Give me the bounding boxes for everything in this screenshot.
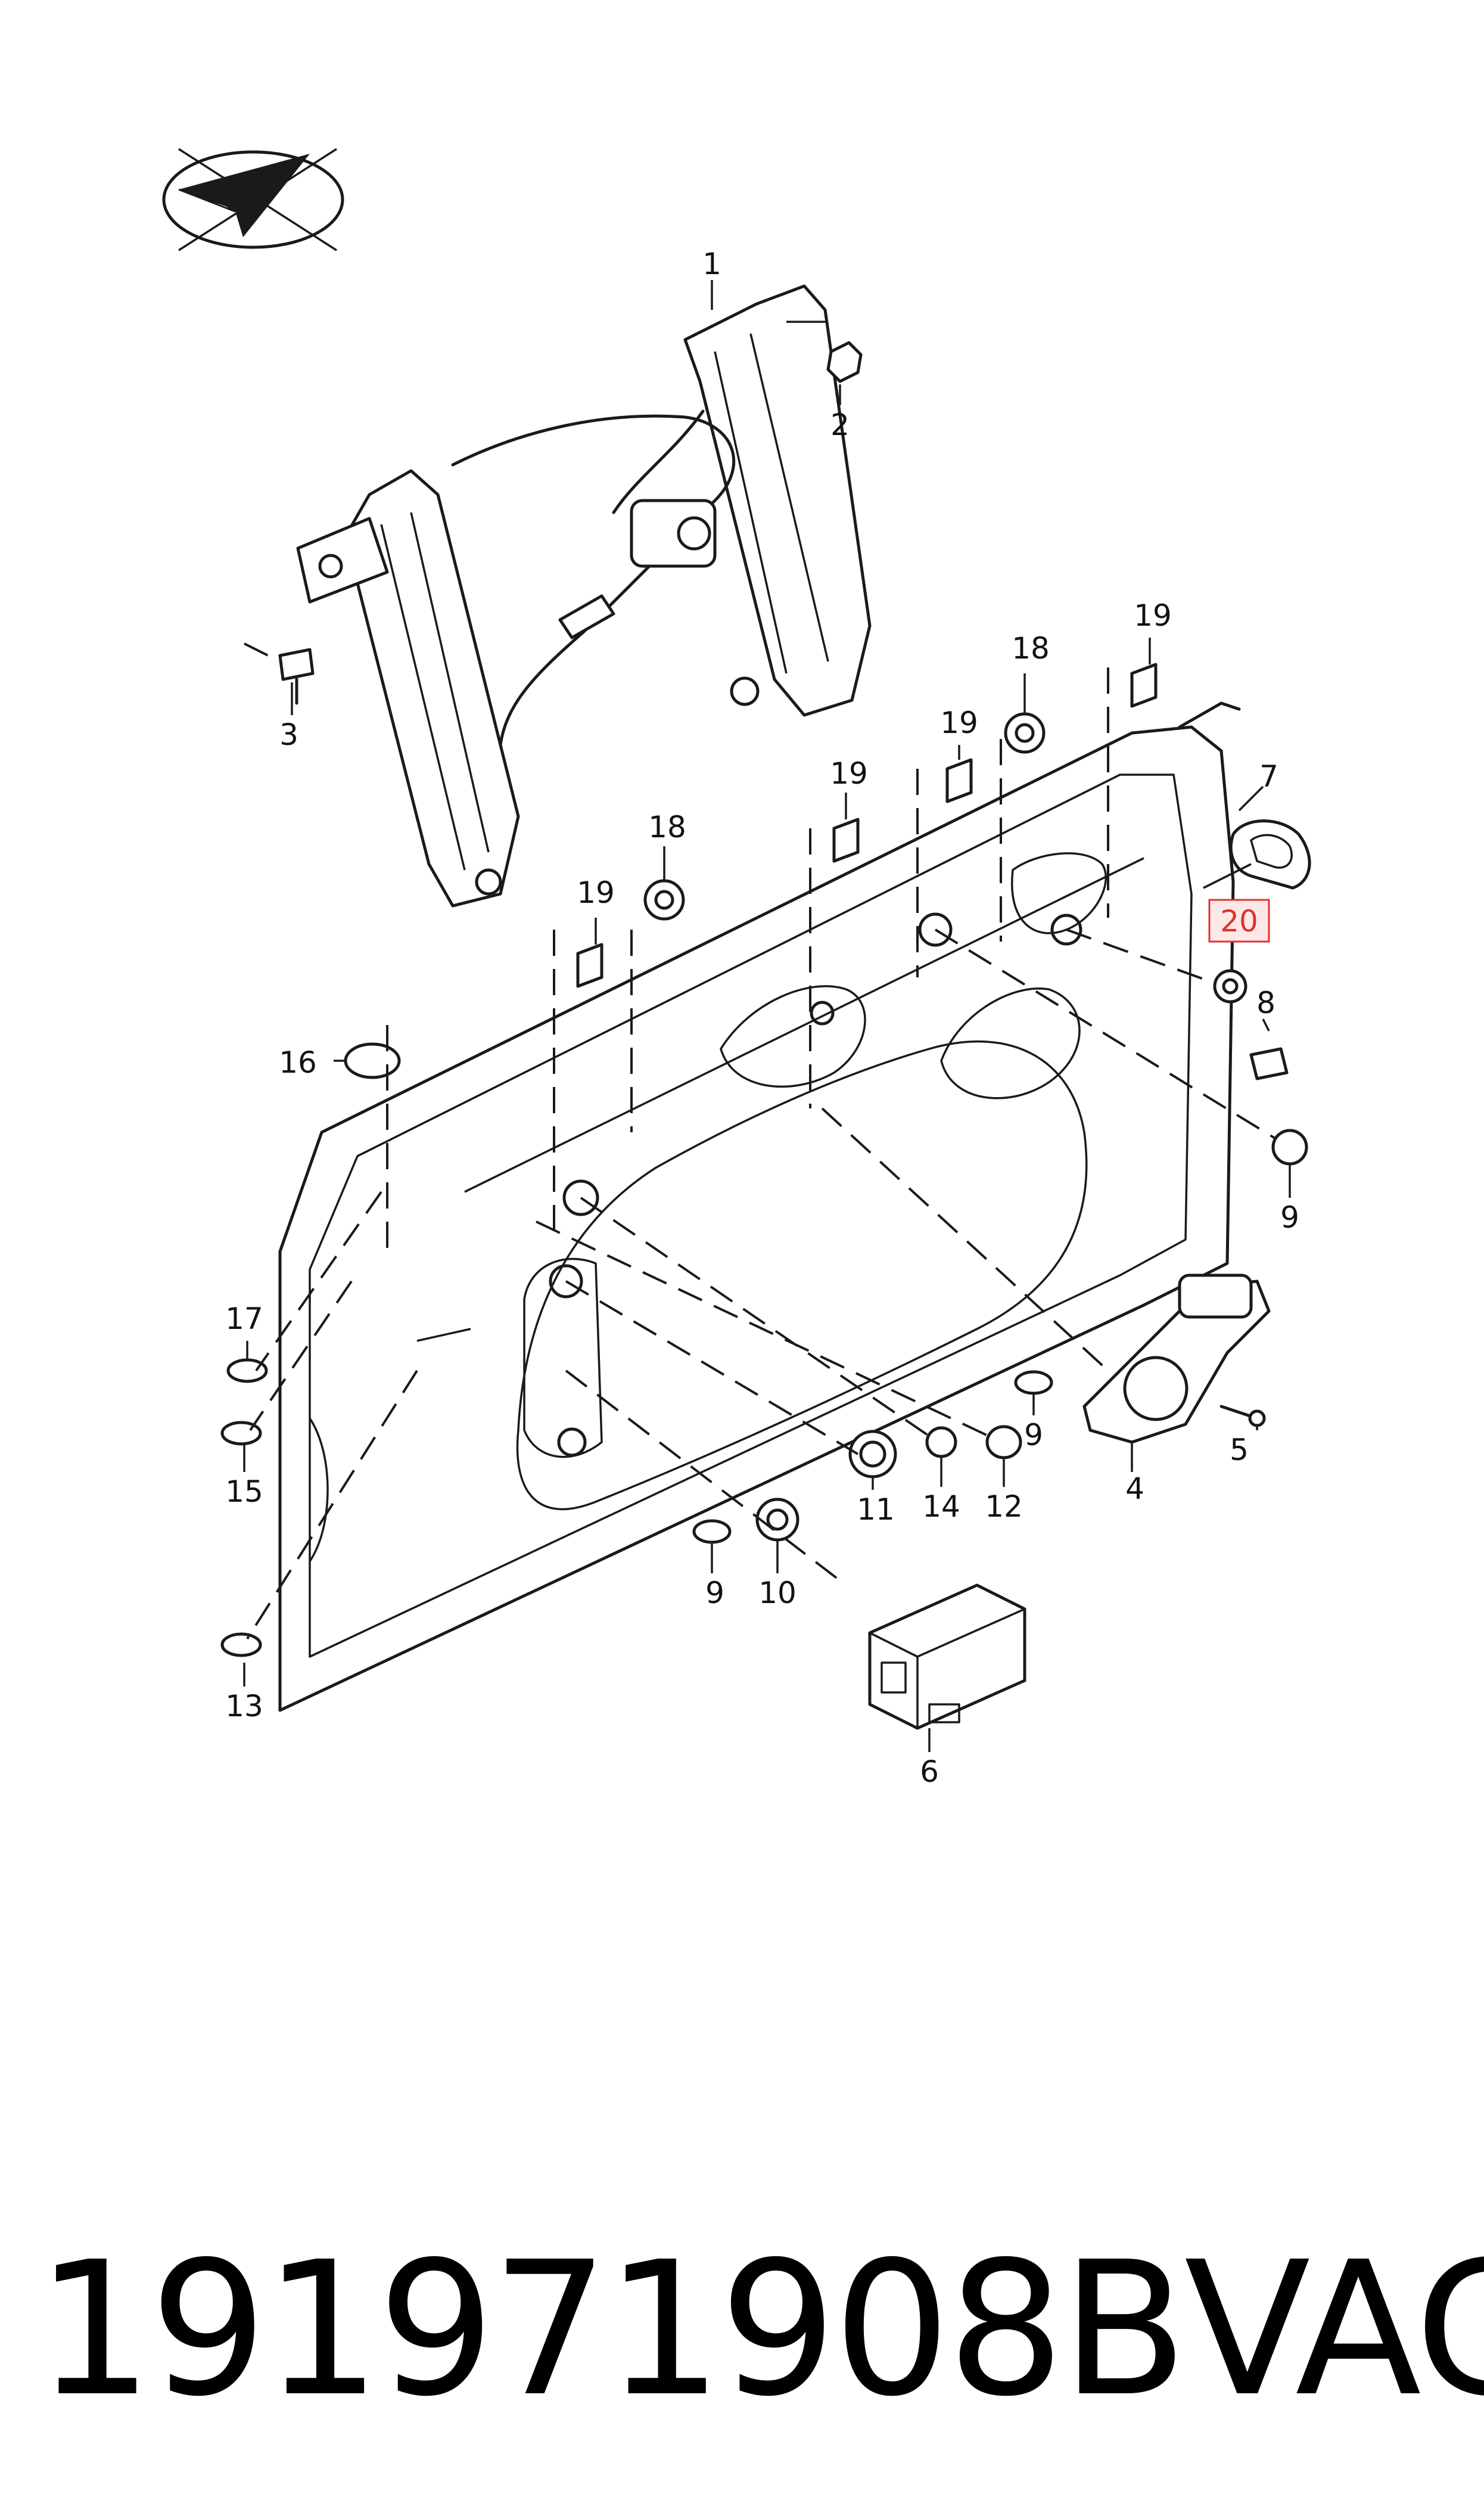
- window-motor-part-4: [1082, 1274, 1271, 1444]
- nut-part-2: [786, 321, 863, 383]
- callout-3[interactable]: 3: [279, 718, 298, 752]
- exploded-view-diagram: 1 2 3 4 5 6 7 8 9 9 9 10 11 12 13 14 15 …: [162, 148, 1311, 1789]
- callout-20[interactable]: 20: [1220, 904, 1258, 939]
- callout-1[interactable]: 1: [702, 247, 721, 281]
- door-inner-panel: [278, 701, 1241, 1712]
- door-control-unit-part-6: [868, 1583, 1026, 1730]
- callout-9-bottom[interactable]: 9: [705, 1576, 724, 1610]
- callout-5[interactable]: 5: [1230, 1433, 1249, 1467]
- callout-6[interactable]: 6: [920, 1754, 939, 1789]
- grommet-part-14: [925, 1426, 957, 1458]
- callout-17[interactable]: 17: [225, 1302, 263, 1336]
- callout-14[interactable]: 14: [922, 1489, 960, 1524]
- callout-9-right[interactable]: 9: [1280, 1200, 1299, 1235]
- plug-part-13: [220, 1632, 262, 1657]
- callout-15[interactable]: 15: [225, 1474, 263, 1509]
- grommet-part-9: [692, 1129, 1308, 1544]
- callout-16[interactable]: 16: [279, 1045, 317, 1080]
- callout-9-motor[interactable]: 9: [1024, 1418, 1043, 1452]
- part-number: 191971908B: [36, 2222, 1188, 2437]
- grommet-part-18-left: [643, 879, 685, 921]
- callout-2[interactable]: 2: [830, 408, 850, 442]
- callout-labels: 1 2 3 4 5 6 7 8 9 9 9 10 11 12 13 14 15 …: [225, 247, 1299, 1789]
- leader-lines: [243, 280, 1291, 1752]
- callout-19-a[interactable]: 19: [577, 875, 615, 910]
- grommet-part-10: [755, 1498, 799, 1542]
- callout-18-left[interactable]: 18: [648, 810, 686, 844]
- callout-12[interactable]: 12: [985, 1489, 1023, 1524]
- exploded-dash-lines: [246, 667, 1276, 1640]
- callout-19-d[interactable]: 19: [1134, 598, 1172, 633]
- foam-pad-part-19: [576, 663, 1158, 988]
- plug-part-16: [344, 1042, 401, 1079]
- highlight-box-part-20: [1208, 899, 1270, 943]
- paper-plane-check-emblem-icon: [162, 148, 344, 251]
- plug-part-17: [226, 1358, 268, 1383]
- callout-4[interactable]: 4: [1125, 1471, 1144, 1506]
- callout-13[interactable]: 13: [225, 1689, 263, 1723]
- brand-name: VAG: [1184, 2222, 1484, 2437]
- callout-11[interactable]: 11: [857, 1492, 895, 1527]
- window-regulator: [296, 284, 872, 908]
- grommet-part-18-right: [1004, 712, 1046, 754]
- callout-18-right[interactable]: 18: [1012, 631, 1050, 666]
- screw-part-5: [1219, 1405, 1266, 1427]
- footer-caption: 191971908B VAG: [36, 2222, 1484, 2437]
- callout-8[interactable]: 8: [1256, 986, 1275, 1020]
- plug-part-12: [985, 1425, 1022, 1459]
- callout-10[interactable]: 10: [758, 1576, 797, 1610]
- callout-7[interactable]: 7: [1259, 759, 1278, 794]
- callout-19-c[interactable]: 19: [940, 706, 978, 740]
- clip-part-8: [1249, 1047, 1289, 1080]
- nut-part-20: [1213, 969, 1247, 1004]
- callout-19-b[interactable]: 19: [830, 756, 868, 791]
- bolt-part-3: [244, 642, 315, 705]
- seal-part-7: [1229, 819, 1311, 890]
